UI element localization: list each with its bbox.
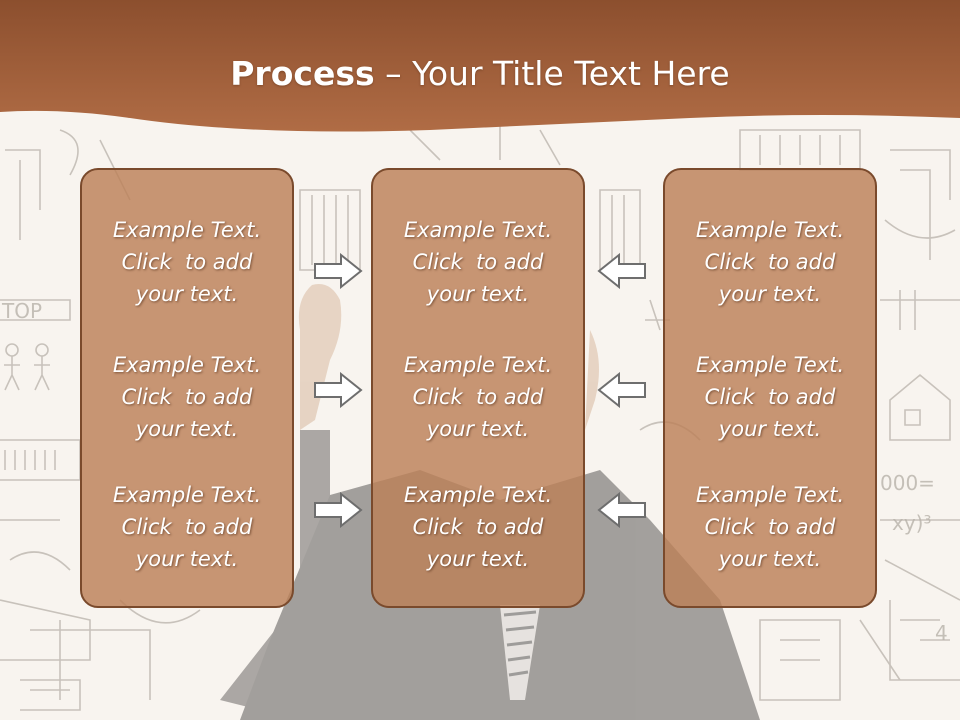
page-title: Process – Your Title Text Here: [0, 50, 960, 98]
arrow-right-icon: [314, 372, 363, 408]
text-line: Example Text.: [695, 353, 845, 377]
column-middle: Example Text. Click to add your text. Ex…: [371, 168, 585, 608]
text-line: Click to add: [704, 515, 836, 539]
text-block[interactable]: Example Text. Click to add your text.: [665, 479, 875, 575]
text-line: Click to add: [121, 250, 253, 274]
title-rest: – Your Title Text Here: [374, 54, 730, 93]
text-line: your text.: [718, 417, 822, 441]
arrow-left-icon: [597, 372, 646, 408]
text-line: Click to add: [412, 515, 544, 539]
arrow-right-icon: [314, 253, 363, 289]
text-block[interactable]: Example Text. Click to add your text.: [665, 214, 875, 310]
column-right: Example Text. Click to add your text. Ex…: [663, 168, 877, 608]
text-line: Click to add: [704, 250, 836, 274]
text-line: Example Text.: [112, 218, 262, 242]
text-line: Example Text.: [695, 483, 845, 507]
svg-text:xy)³: xy)³: [892, 511, 932, 535]
text-line: Click to add: [412, 385, 544, 409]
text-block[interactable]: Example Text. Click to add your text.: [82, 214, 292, 310]
column-left: Example Text. Click to add your text. Ex…: [80, 168, 294, 608]
text-block[interactable]: Example Text. Click to add your text.: [373, 214, 583, 310]
svg-text:000=: 000=: [880, 471, 935, 495]
text-block[interactable]: Example Text. Click to add your text.: [82, 479, 292, 575]
text-line: Click to add: [704, 385, 836, 409]
text-line: your text.: [426, 282, 530, 306]
arrow-left-icon: [597, 492, 646, 528]
text-line: your text.: [135, 282, 239, 306]
text-line: your text.: [426, 417, 530, 441]
svg-text:4: 4: [935, 621, 948, 645]
text-line: Click to add: [412, 250, 544, 274]
text-line: Click to add: [121, 515, 253, 539]
text-line: Example Text.: [112, 483, 262, 507]
text-line: your text.: [135, 547, 239, 571]
text-line: your text.: [718, 282, 822, 306]
title-bold: Process: [230, 54, 375, 93]
text-line: Example Text.: [403, 483, 553, 507]
text-block[interactable]: Example Text. Click to add your text.: [373, 349, 583, 445]
text-line: Example Text.: [403, 218, 553, 242]
text-line: Example Text.: [695, 218, 845, 242]
text-line: your text.: [718, 547, 822, 571]
arrow-right-icon: [314, 492, 363, 528]
text-line: your text.: [135, 417, 239, 441]
header-band: [0, 0, 960, 132]
text-line: your text.: [426, 547, 530, 571]
text-line: Click to add: [121, 385, 253, 409]
text-block[interactable]: Example Text. Click to add your text.: [82, 349, 292, 445]
text-block[interactable]: Example Text. Click to add your text.: [665, 349, 875, 445]
svg-text:TOP: TOP: [1, 299, 42, 323]
arrow-left-icon: [597, 253, 646, 289]
text-line: Example Text.: [112, 353, 262, 377]
text-block[interactable]: Example Text. Click to add your text.: [373, 479, 583, 575]
text-line: Example Text.: [403, 353, 553, 377]
